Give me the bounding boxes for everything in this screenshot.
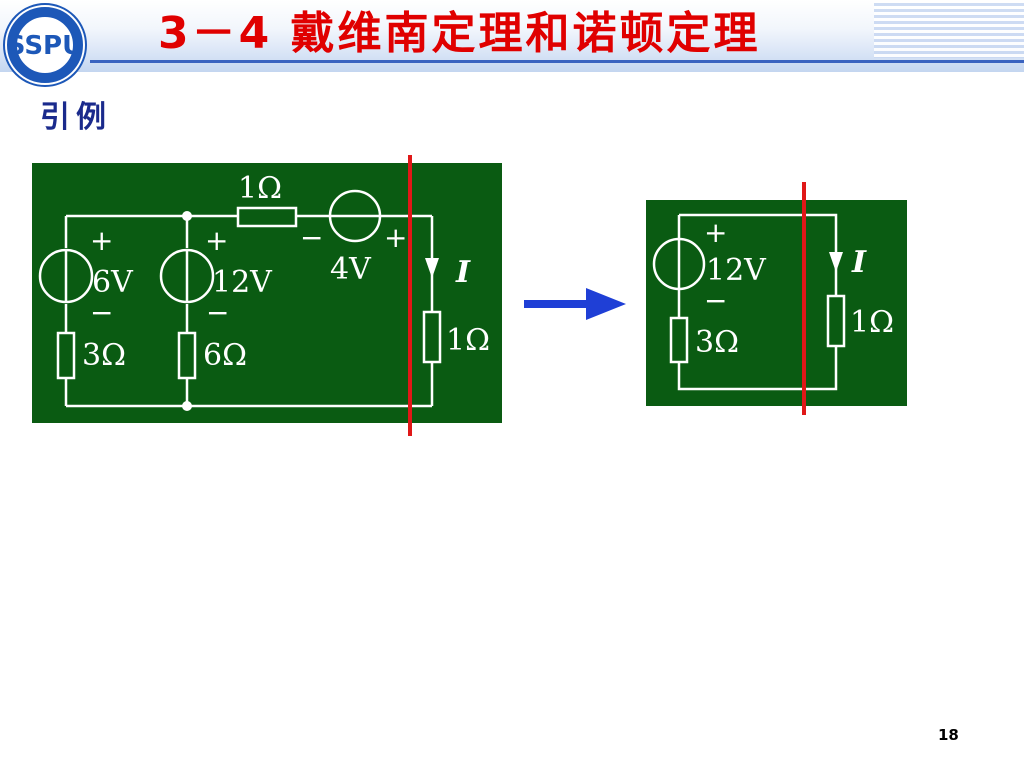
source-12v-plus: + xyxy=(205,224,228,257)
source-6v-plus: + xyxy=(90,224,113,257)
resistor-1ohm-right xyxy=(826,294,846,348)
university-logo: SSPU xyxy=(3,3,87,87)
source-12v-right-plus: + xyxy=(704,216,727,249)
left-circuit-board xyxy=(32,163,502,423)
source-12v-right-label: 12V xyxy=(706,253,767,288)
resistor-3ohm-label: 3Ω xyxy=(82,338,126,373)
resistor-3ohm-right-label: 3Ω xyxy=(695,325,739,360)
resistor-6ohm-label: 6Ω xyxy=(203,338,247,373)
source-4v-label: 4V xyxy=(330,252,372,287)
source-4v-minus: − xyxy=(300,221,323,254)
resistor-3ohm-right xyxy=(669,316,689,364)
source-4v-plus: + xyxy=(384,221,407,254)
resistor-6ohm xyxy=(177,331,197,380)
resistor-1ohm-load-label: 1Ω xyxy=(446,323,490,358)
current-arrow-right xyxy=(829,252,843,272)
transform-arrow-head xyxy=(586,288,626,320)
resistor-1ohm-top xyxy=(236,206,298,228)
current-label-left: I xyxy=(455,255,471,290)
logo-letters: SSPU xyxy=(7,31,83,61)
resistor-1ohm-load xyxy=(422,310,442,364)
source-6v-label: 6V xyxy=(92,265,134,300)
current-arrow-left xyxy=(425,258,439,278)
page-number: 18 xyxy=(938,726,959,744)
transform-arrow-shaft xyxy=(524,300,590,308)
source-12v-right-minus: − xyxy=(704,284,727,317)
current-label-right: I xyxy=(851,245,867,280)
source-12v-label: 12V xyxy=(212,265,273,300)
resistor-1ohm-top-label: 1Ω xyxy=(238,171,282,206)
resistor-1ohm-right-label: 1Ω xyxy=(850,305,894,340)
node-top xyxy=(182,211,192,221)
resistor-3ohm xyxy=(56,331,76,380)
section-subtitle: 引例 xyxy=(40,100,112,135)
right-circuit-board xyxy=(646,200,907,406)
header-stripes xyxy=(874,0,1024,58)
source-12v-minus: − xyxy=(206,296,229,329)
node-bottom xyxy=(182,401,192,411)
right-circuit-wire xyxy=(677,213,838,391)
header-divider xyxy=(90,60,1024,63)
source-6v-minus: − xyxy=(90,296,113,329)
page-title: 3－4 戴维南定理和诺顿定理 xyxy=(158,8,761,59)
